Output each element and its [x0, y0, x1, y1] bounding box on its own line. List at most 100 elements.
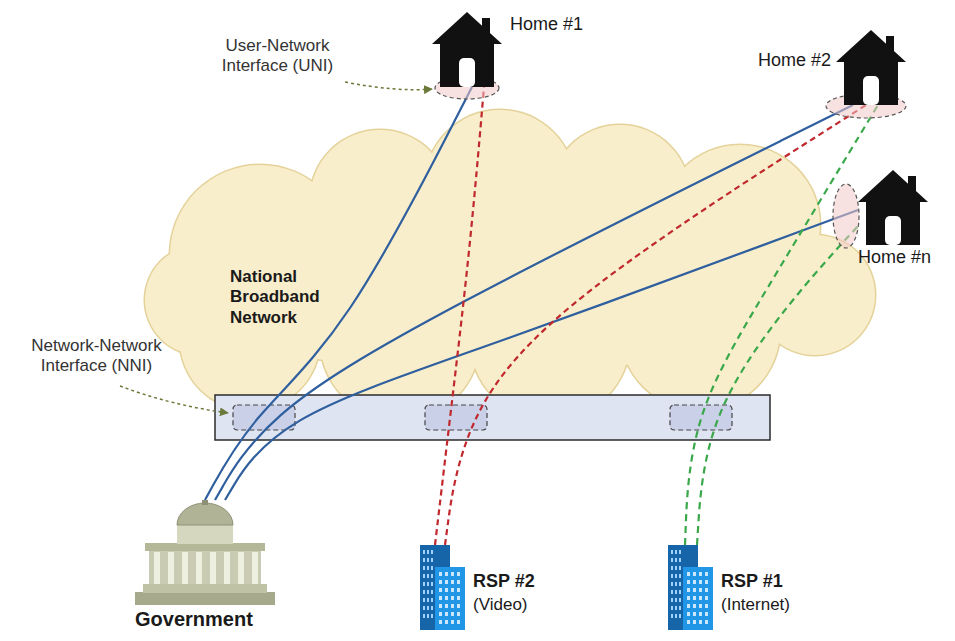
cloud-puff [530, 185, 710, 365]
window [699, 588, 702, 592]
window [423, 558, 425, 562]
window [457, 612, 460, 616]
window [427, 566, 429, 570]
window [427, 582, 429, 586]
house-icon [432, 12, 502, 87]
window [445, 588, 448, 592]
rsp-icon [668, 545, 713, 630]
window [445, 580, 448, 584]
window [693, 612, 696, 616]
window [431, 574, 433, 578]
window [423, 550, 425, 554]
window [451, 572, 454, 576]
window [687, 588, 690, 592]
rsp-node: RSP #2(Video) [420, 545, 537, 630]
building-column [210, 552, 216, 584]
window [439, 612, 442, 616]
window [457, 588, 460, 592]
window [457, 620, 460, 624]
window [679, 550, 681, 554]
window [705, 612, 708, 616]
window [679, 558, 681, 562]
window [705, 620, 708, 624]
nni-port [670, 405, 732, 430]
window [451, 596, 454, 600]
building-column [224, 552, 230, 584]
window [427, 574, 429, 578]
window [445, 604, 448, 608]
window [427, 558, 429, 562]
window [705, 580, 708, 584]
house-icon [858, 170, 928, 245]
building-column [182, 552, 188, 584]
window [699, 572, 702, 576]
window [439, 596, 442, 600]
window [693, 620, 696, 624]
window [671, 582, 673, 586]
window [693, 588, 696, 592]
window [457, 580, 460, 584]
window [423, 566, 425, 570]
window [431, 550, 433, 554]
nni-port [233, 405, 295, 430]
gov-icon [135, 500, 275, 605]
window [705, 572, 708, 576]
window [675, 598, 677, 602]
node-label: RSP #2 [473, 571, 535, 593]
window [699, 612, 702, 616]
window [423, 590, 425, 594]
window [679, 614, 681, 618]
window [699, 620, 702, 624]
window [693, 604, 696, 608]
window [693, 580, 696, 584]
house-icon [858, 170, 928, 245]
window [675, 606, 677, 610]
nni-port [425, 405, 487, 430]
leader-line [345, 82, 432, 90]
building-column [168, 552, 174, 584]
home-node: Home #2 [758, 30, 906, 105]
building-column [154, 552, 160, 584]
cloud-outline [144, 109, 877, 422]
window [423, 582, 425, 586]
window [671, 566, 673, 570]
building-entablature [145, 543, 265, 551]
building-column [252, 552, 258, 584]
window [671, 590, 673, 594]
window [427, 590, 429, 594]
window [451, 612, 454, 616]
node-sublabel: (Video) [473, 595, 528, 615]
window [671, 558, 673, 562]
connection-line [215, 105, 853, 500]
window [671, 550, 673, 554]
home-node: Home #1 [432, 12, 585, 87]
window [675, 558, 677, 562]
window [445, 612, 448, 616]
house-door [885, 216, 901, 245]
window [427, 550, 429, 554]
building-body [149, 550, 261, 584]
window [439, 620, 442, 624]
house-door [459, 58, 475, 87]
window [431, 590, 433, 594]
window [423, 574, 425, 578]
window [423, 598, 425, 602]
building-dome [177, 503, 233, 525]
window [687, 572, 690, 576]
uni-oval [833, 184, 859, 248]
window [675, 550, 677, 554]
window [457, 604, 460, 608]
node-label: Government [135, 607, 253, 631]
window [451, 588, 454, 592]
window [687, 596, 690, 600]
building-column [238, 552, 244, 584]
window [699, 580, 702, 584]
tower-front [435, 567, 465, 630]
window [431, 558, 433, 562]
window [445, 572, 448, 576]
window [699, 596, 702, 600]
window [427, 614, 429, 618]
window [679, 590, 681, 594]
building-lantern [202, 500, 208, 505]
